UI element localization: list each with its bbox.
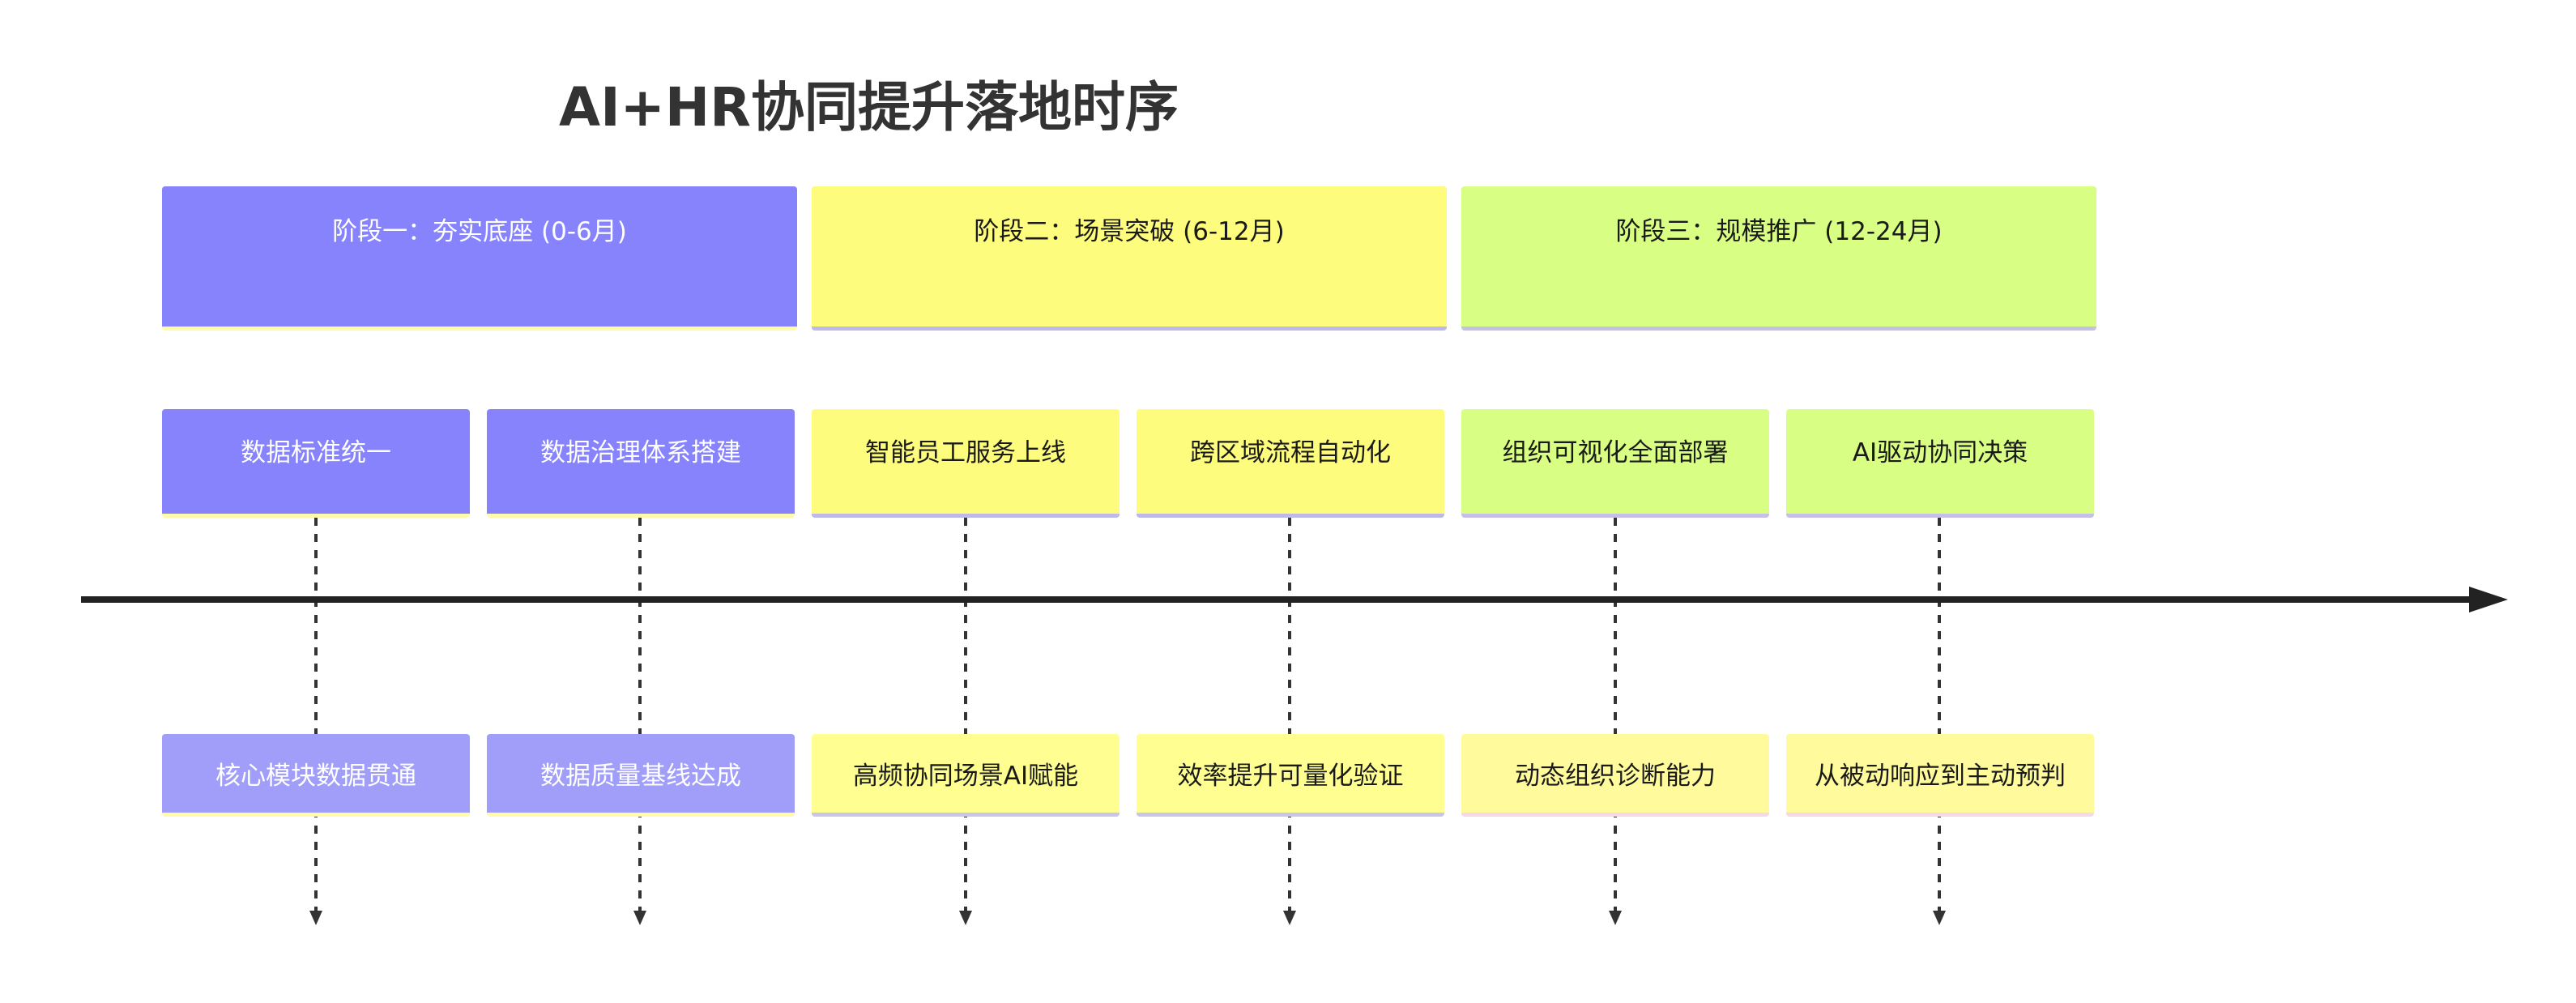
page-title: AI+HR协同提升落地时序 [559, 76, 1179, 139]
milestone-box: 核心模块数据贯通 [162, 734, 470, 817]
milestone-box: 数据质量基线达成 [487, 734, 795, 817]
phase-3-header: 阶段三：规模推广 (12-24月) [1461, 186, 2096, 331]
phase-2-header: 阶段二：场景突破 (6-12月) [812, 186, 1447, 331]
timeline-axis [81, 587, 2508, 612]
connector-arrowheads [309, 911, 1946, 925]
task-box: 数据标准统一 [162, 409, 470, 518]
task-box: 智能员工服务上线 [812, 409, 1120, 518]
milestone-box: 从被动响应到主动预判 [1786, 734, 2094, 817]
task-box: AI驱动协同决策 [1786, 409, 2094, 518]
task-box: 数据治理体系搭建 [487, 409, 795, 518]
task-box: 跨区域流程自动化 [1137, 409, 1444, 518]
phase-1-header: 阶段一：夯实底座 (0-6月) [162, 186, 797, 331]
task-box: 组织可视化全面部署 [1461, 409, 1769, 518]
milestone-box: 效率提升可量化验证 [1137, 734, 1444, 817]
connector-lines [314, 518, 1941, 916]
milestone-box: 动态组织诊断能力 [1461, 734, 1769, 817]
milestone-box: 高频协同场景AI赋能 [812, 734, 1120, 817]
